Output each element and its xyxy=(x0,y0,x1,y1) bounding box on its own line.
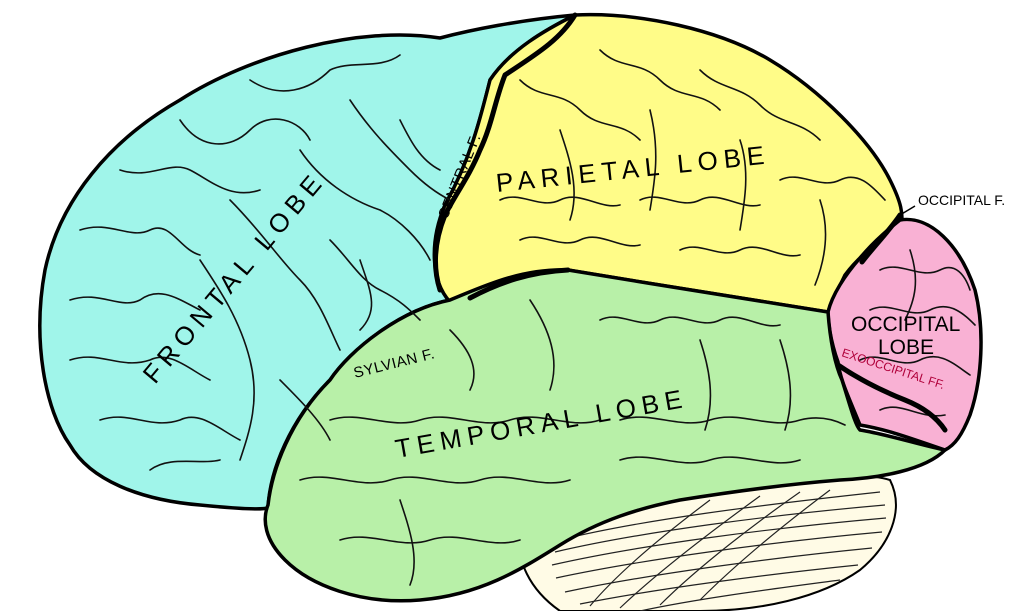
occipital-gyri xyxy=(859,249,976,417)
temporal-lobe-region xyxy=(263,268,947,603)
temporal-gyri xyxy=(299,299,846,586)
occipital-lobe-label-line1: OCCIPITAL xyxy=(851,313,960,336)
exooccipital-fissure xyxy=(835,362,948,433)
occipital-fissure-pointer xyxy=(899,205,916,216)
cerebellum-folia xyxy=(551,489,887,611)
central-fissure xyxy=(433,12,578,293)
occipital-fissure-label: OCCIPITAL F. xyxy=(918,192,1005,208)
frontal-gyri xyxy=(69,54,451,471)
occipital-lobe-region xyxy=(826,217,983,452)
parietal-gyri xyxy=(499,49,886,286)
occipital-lobe-label-line2: LOBE xyxy=(878,336,934,359)
sylvian-fissure xyxy=(467,267,571,301)
parieto-temporal-dotted-boundary xyxy=(567,269,829,313)
occipital-fissure xyxy=(859,212,903,265)
